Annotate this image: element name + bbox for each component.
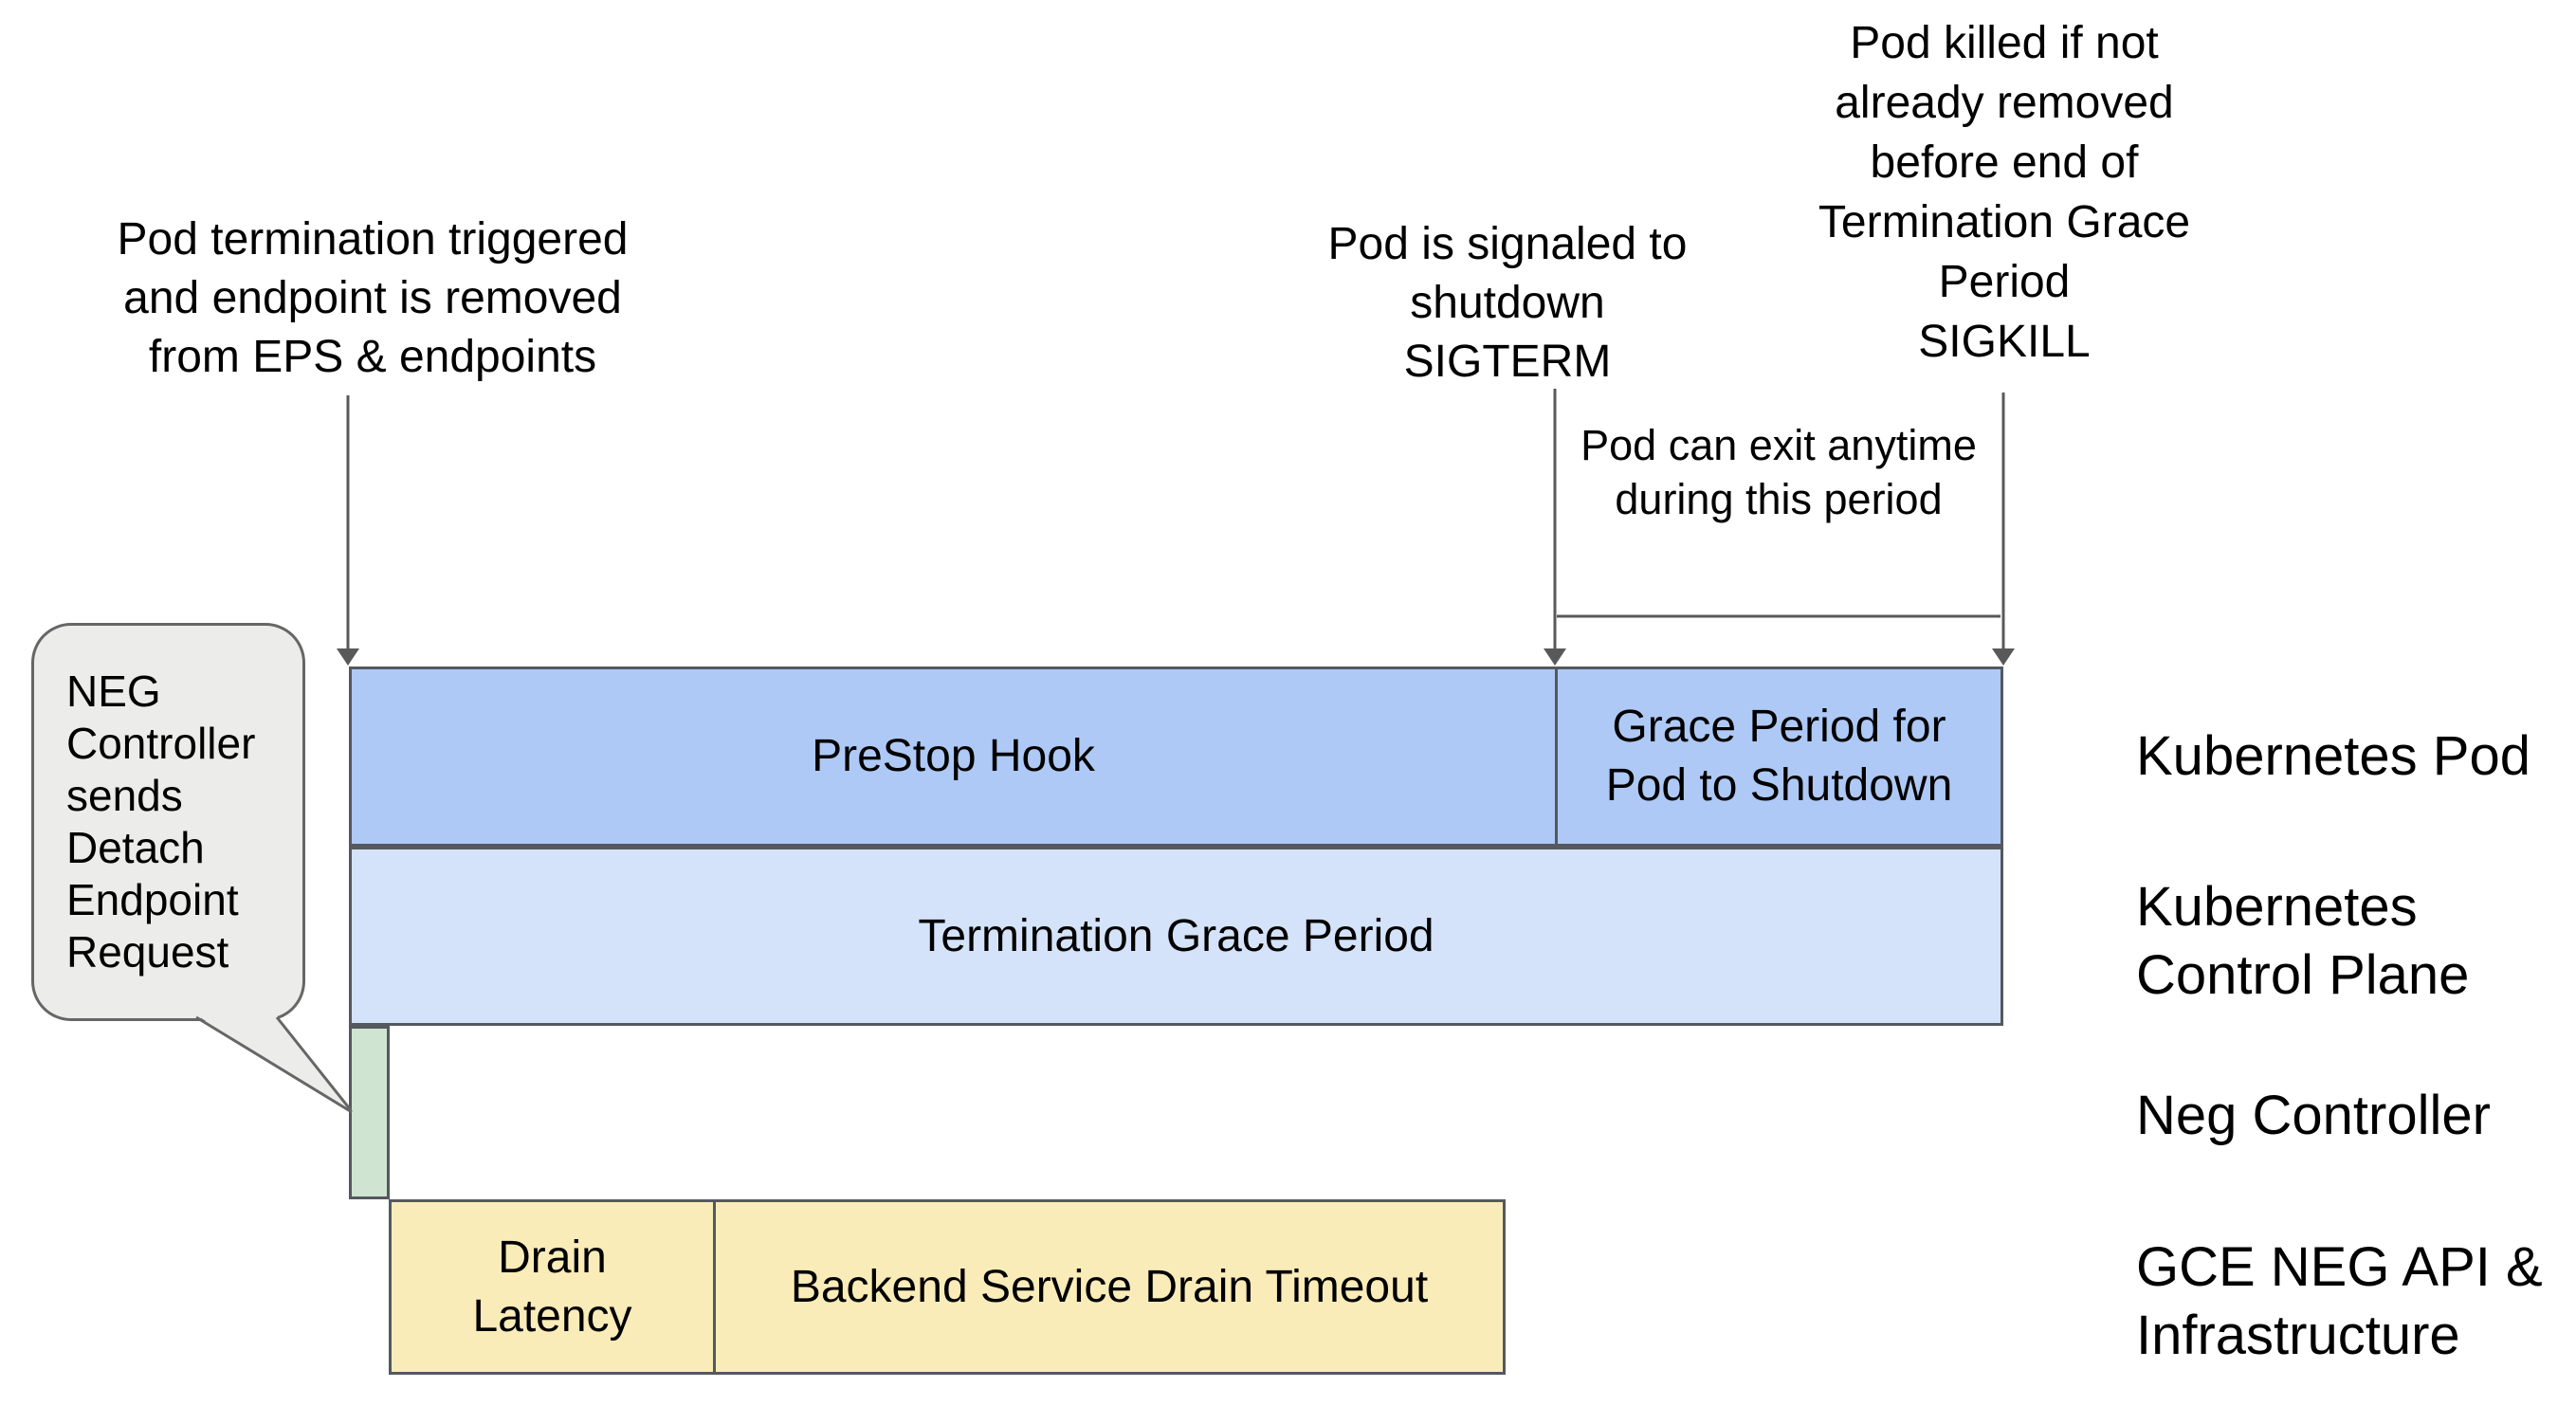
callout-bubble-tail-edge xyxy=(195,1015,353,1114)
callout-line: Endpoint xyxy=(66,875,239,924)
callout-line: NEG xyxy=(66,666,161,716)
row-label-gce-neg-api: GCE NEG API & Infrastructure xyxy=(2136,1233,2543,1370)
annotation-line: during this period xyxy=(1615,475,1943,523)
neg-controller-callout-bubble: NEG Controller sends Detach Endpoint Req… xyxy=(31,623,305,1021)
row-label-line: GCE NEG API & xyxy=(2136,1236,2543,1298)
annotation-line: before end of xyxy=(1870,137,2139,188)
prestop-hook-segment: PreStop Hook xyxy=(352,669,1558,844)
annotation-line: from EPS & endpoints xyxy=(148,332,597,382)
annotation-line: Pod can exit anytime xyxy=(1580,421,1977,469)
row-label-kubernetes-control-plane: Kubernetes Control Plane xyxy=(2136,873,2469,1010)
annotation-line: Period xyxy=(1938,257,2071,307)
termination-grace-period-label: Termination Grace Period xyxy=(918,910,1434,961)
annotation-sigkill: Pod killed if not already removed before… xyxy=(1767,13,2241,372)
annotation-sigterm: Pod is signaled to shutdown SIGTERM xyxy=(1270,215,1745,392)
backend-drain-timeout-label: Backend Service Drain Timeout xyxy=(790,1261,1429,1312)
annotation-line: Pod is signaled to xyxy=(1327,219,1688,269)
annotation-line: SIGTERM xyxy=(1403,337,1612,387)
callout-line: sends xyxy=(66,771,183,820)
drain-latency-segment: Drain Latency xyxy=(392,1202,716,1372)
row-label-line: Kubernetes xyxy=(2136,876,2418,938)
callout-line: Detach xyxy=(66,823,205,872)
grace-period-label-line: Pod to Shutdown xyxy=(1605,760,1953,811)
kubernetes-pod-bar: PreStop Hook Grace Period for Pod to Shu… xyxy=(349,666,2003,847)
annotation-line: Termination Grace xyxy=(1818,197,2191,247)
termination-trigger-arrowhead-icon xyxy=(337,648,359,666)
callout-line: Controller xyxy=(66,719,256,768)
prestop-hook-label: PreStop Hook xyxy=(812,731,1095,781)
termination-grace-period-segment: Termination Grace Period xyxy=(352,849,2001,1023)
backend-drain-timeout-segment: Backend Service Drain Timeout xyxy=(716,1202,1503,1372)
row-label-line: Infrastructure xyxy=(2136,1305,2460,1366)
callout-line: Request xyxy=(66,927,229,977)
drain-latency-label-line: Drain xyxy=(498,1232,607,1283)
drain-latency-label-line: Latency xyxy=(472,1290,632,1342)
annotation-line: Pod termination triggered xyxy=(117,214,629,265)
annotation-line: Pod killed if not xyxy=(1850,18,2159,68)
row-label-kubernetes-pod: Kubernetes Pod xyxy=(2136,725,2530,787)
sigterm-arrowhead-icon xyxy=(1544,648,1566,666)
neg-controller-bar xyxy=(349,1026,390,1199)
annotation-line: SIGKILL xyxy=(1918,317,2091,367)
grace-period-segment: Grace Period for Pod to Shutdown xyxy=(1558,669,2001,844)
annotation-line: already removed xyxy=(1835,78,2174,128)
termination-grace-period-bar: Termination Grace Period xyxy=(349,847,2003,1026)
callout-bubble-tail-edge xyxy=(275,1016,353,1111)
callout-bubble-tail xyxy=(195,1014,352,1112)
grace-period-label-line: Grace Period for xyxy=(1612,702,1946,752)
row-label-neg-controller: Neg Controller xyxy=(2136,1085,2491,1146)
annotation-line: and endpoint is removed xyxy=(123,273,622,323)
sigkill-arrowhead-icon xyxy=(1992,648,2015,666)
annotation-pod-termination-triggered: Pod termination triggered and endpoint i… xyxy=(41,210,704,387)
row-label-line: Control Plane xyxy=(2136,944,2470,1006)
annotation-line: shutdown xyxy=(1410,278,1605,328)
annotation-pod-can-exit: Pod can exit anytime during this period xyxy=(1561,418,1997,526)
gce-neg-bar: Drain Latency Backend Service Drain Time… xyxy=(389,1199,1506,1375)
